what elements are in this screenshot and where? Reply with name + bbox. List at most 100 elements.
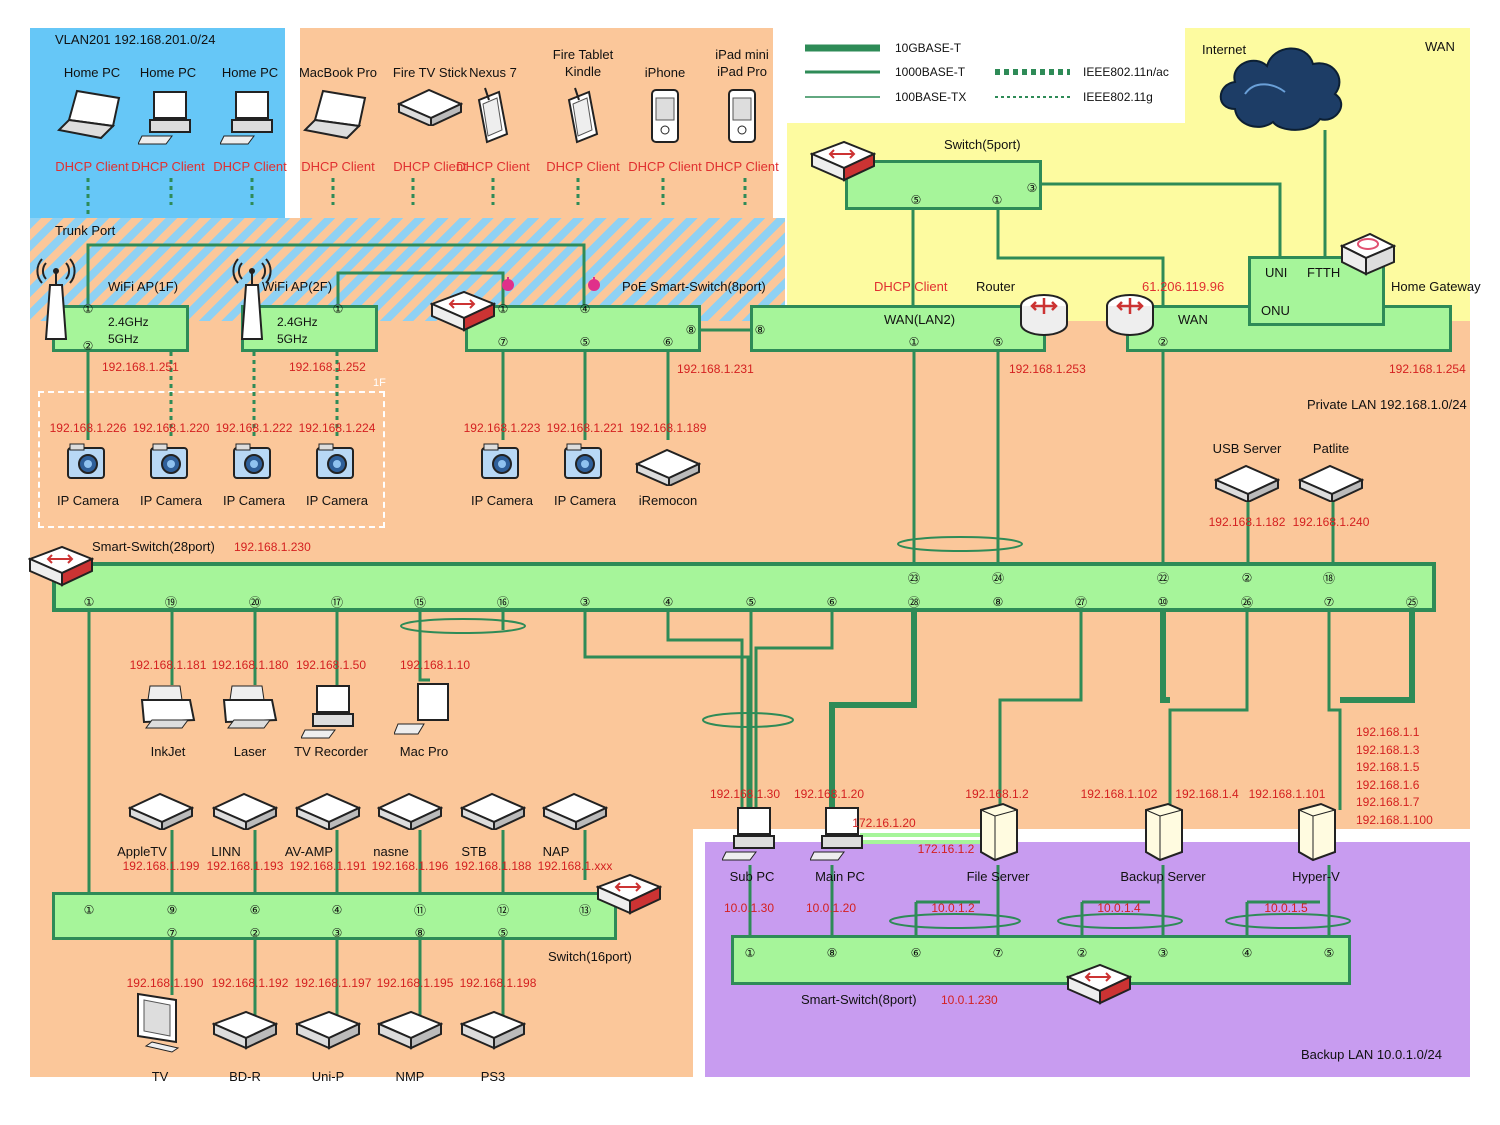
poe-device-name: IP Camera (554, 493, 616, 508)
bottom-device-ip: 192.168.1.192 (211, 976, 289, 990)
client-4-dhcp: DHCP Client (393, 159, 467, 174)
poe-plug-icon (586, 277, 602, 296)
legend-11g: IEEE802.11g (1083, 90, 1153, 104)
gateway-title: Home Gateway (1391, 279, 1481, 294)
legend-11ac: IEEE802.11n/ac (1083, 65, 1169, 79)
client-3-dhcp: DHCP Client (301, 159, 375, 174)
trunk-zone (30, 218, 785, 321)
av-device-name: AV-AMP (284, 844, 334, 859)
hyperv-ip: 192.168.1.6 (1356, 777, 1420, 792)
camera-name: IP Camera (57, 493, 119, 508)
legend-10g: 10GBASE-T (895, 41, 962, 55)
mac-icon (393, 680, 454, 743)
av-device-ip: 192.168.1.196 (371, 859, 449, 873)
client-1-name: Home PC (139, 65, 197, 80)
camera-name: IP Camera (306, 493, 368, 508)
ap2-port: ① (332, 302, 344, 316)
wifi-antenna-icon (232, 255, 272, 348)
iremocon-icon (634, 446, 702, 489)
hyperv-ip: 192.168.1.100 (1356, 812, 1433, 827)
client-8-name: iPad mini iPad Pro (715, 47, 769, 79)
bottom-device-name: Uni-P (311, 1069, 345, 1084)
camera-ip: 192.168.1.222 (215, 421, 293, 435)
server-ip: 192.168.1.101 (1248, 787, 1326, 801)
player-icon (211, 1010, 279, 1053)
switch5-port: ③ (1026, 181, 1038, 195)
switch16-port: ⑥ (249, 903, 261, 917)
av-device-ip: 192.168.1.xxx (537, 859, 613, 873)
switch16-port: ③ (331, 926, 343, 940)
internet-cloud-icon (1219, 47, 1343, 131)
mid-device-ip: 192.168.1.10 (399, 658, 471, 672)
switch16-icon (595, 873, 663, 920)
camera-name: IP Camera (223, 493, 285, 508)
poe-switch-icon (429, 290, 497, 337)
router-label: WAN(LAN2) (884, 312, 956, 327)
pc-icon (809, 802, 870, 865)
av-device-ip: 192.168.1.188 (454, 859, 532, 873)
poe-plug-icon (500, 277, 516, 296)
switch16-port: ⑬ (578, 903, 592, 918)
legend-1000: 1000BASE-T (895, 65, 966, 79)
smart28-ip: 192.168.1.230 (234, 540, 311, 554)
bottom-device-name: BD-R (229, 1069, 261, 1084)
poe-switch (465, 305, 701, 352)
switch-5port (845, 160, 1042, 210)
server-name: File Server (966, 869, 1030, 884)
ip-camera-icon (315, 440, 359, 485)
smart28-port: ⑩ (1157, 595, 1169, 609)
router-box (750, 305, 1046, 352)
switch5-port: ⑤ (910, 193, 922, 207)
smart28-port: ⑦ (1323, 595, 1335, 609)
server-backup-ip: 10.0.1.5 (1264, 901, 1308, 915)
av-device-icon (376, 790, 444, 833)
legend-100: 100BASE-TX (895, 90, 967, 104)
ip-camera-icon (232, 440, 276, 485)
smart28-port: ⑰ (330, 595, 344, 610)
server-backup-ip: 10.0.1.2 (931, 901, 975, 915)
right-device-ip: 192.168.1.182 (1208, 515, 1286, 529)
switch5-port: ① (991, 193, 1003, 207)
hyperv-ip: 192.168.1.3 (1356, 742, 1420, 757)
bottom-device-ip: 192.168.1.190 (126, 976, 204, 990)
ap2-title: WiFi AP(2F) (262, 279, 333, 294)
phone-icon (725, 86, 759, 149)
smart28-port: ㉔ (991, 571, 1005, 586)
camera-ip: 192.168.1.220 (132, 421, 210, 435)
client-3-name: MacBook Pro (298, 65, 378, 80)
pc-icon (137, 86, 198, 149)
smart-switch-28 (52, 562, 1436, 612)
right-device-ip: 192.168.1.240 (1292, 515, 1370, 529)
camera-ip: 192.168.1.224 (298, 421, 376, 435)
switch16-port: ④ (331, 903, 343, 917)
gateway-router-icon (1104, 290, 1156, 345)
poe-port: ⑥ (662, 335, 674, 349)
server-backup-ip: 10.0.1.20 (805, 901, 857, 915)
ip-camera-icon (66, 440, 110, 485)
bottom-device-ip: 192.168.1.195 (376, 976, 454, 990)
bottom-device-name: TV (151, 1069, 169, 1084)
router-port: ⑧ (754, 323, 766, 337)
internet-label: Internet (1202, 42, 1247, 57)
switch16-port: ② (249, 926, 261, 940)
smart8-port: ③ (1157, 946, 1169, 960)
switch16-port: ⑫ (496, 903, 510, 918)
ip-camera-icon (149, 440, 193, 485)
laptop-icon (302, 86, 373, 144)
smart28-port: ⑤ (745, 595, 757, 609)
poe-port: ⑦ (497, 335, 509, 349)
camera-name: IP Camera (140, 493, 202, 508)
poe-port: ⑧ (685, 323, 697, 337)
client-0-dhcp: DHCP Client (55, 159, 129, 174)
av-device-name: STB (461, 844, 487, 859)
client-8-dhcp: DHCP Client (705, 159, 779, 174)
client-5-name: Nexus 7 (469, 65, 517, 80)
file-server-extra-ip: 172.16.1.2 (917, 842, 975, 856)
av-device-icon (211, 790, 279, 833)
smart8-port: ⑥ (910, 946, 922, 960)
ap2-ip: 192.168.1.252 (289, 360, 366, 374)
client-6-dhcp: DHCP Client (546, 159, 620, 174)
server-name: Hyper-V (1292, 869, 1340, 884)
mid-device-ip: 192.168.1.181 (129, 658, 207, 672)
mid-device-name: Mac Pro (399, 744, 449, 759)
